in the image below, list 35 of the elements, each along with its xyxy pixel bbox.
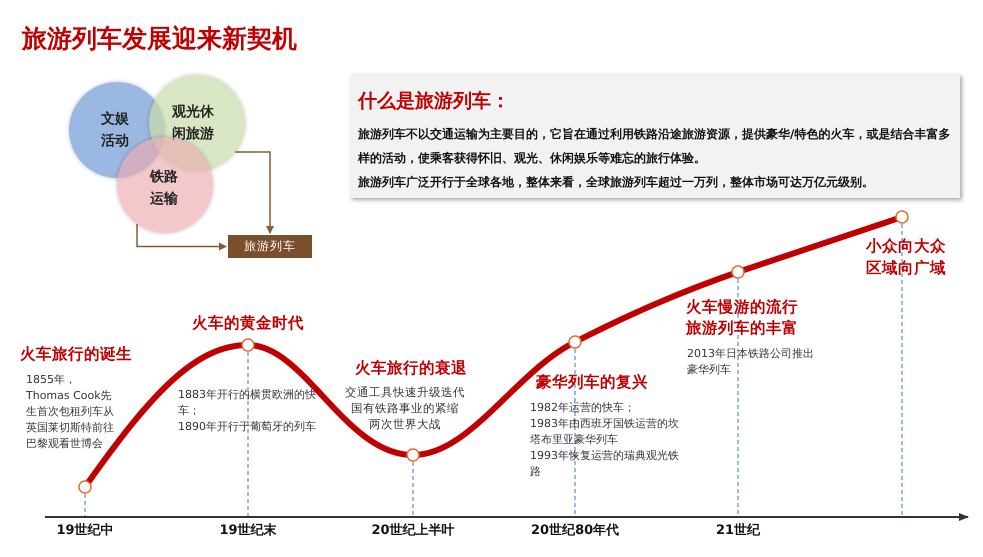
stage-description: 交通工具快速升级迭代 xyxy=(344,384,466,400)
stage-description: 两次世界大战 xyxy=(368,416,442,432)
stage-heading: 火车慢游的流行 xyxy=(686,297,798,318)
stage-description: 1855年，Thomas Cook先生首次包租列车从英国莱切斯特前往巴黎观看世博会 xyxy=(26,372,115,452)
circle-label: 观光休闲旅游 xyxy=(172,103,215,144)
axis-label: 19世纪末 xyxy=(220,522,277,539)
panel-paragraph: 旅游列车广泛开行于全球各地，整体来看，全球旅游列车超过一万列，整体市场可达万亿元级别。 xyxy=(358,174,875,191)
axis-label: 20世纪上半叶 xyxy=(372,522,455,539)
panel-paragraph: 旅游列车不以交通运输为主要目的，它旨在通过利用铁路沿途旅游资源，提供豪华/特色的火车，或是结合丰富多样的活动，使乘客获得怀旧、观光、休闲娱乐等难忘的旅行体验。 xyxy=(358,126,952,167)
axis-label: 19世纪中 xyxy=(56,522,114,539)
stage-description: 1982年运营的快车； xyxy=(530,400,636,416)
stage-heading: 火车旅行的诞生 xyxy=(20,344,132,365)
stage-description: 国有铁路事业的紧缩 xyxy=(350,400,460,416)
stage-description: 1890年开行于葡萄牙的列车 xyxy=(178,419,317,435)
stage-heading: 旅游列车的丰富 xyxy=(686,318,798,339)
result-box: 旅游列车 xyxy=(228,235,312,258)
axis-label: 21世纪 xyxy=(716,522,760,539)
stage-heading: 豪华列车的复兴 xyxy=(536,372,648,393)
stage-description: 2013年日本铁路公司推出豪华列车 xyxy=(687,346,815,378)
page-title: 旅游列车发展迎来新契机 xyxy=(22,23,297,55)
stage-heading: 火车的黄金时代 xyxy=(192,313,304,334)
stage-heading: 区域向广域 xyxy=(866,258,946,279)
venn-circle xyxy=(149,75,245,171)
axis-label: 20世纪80年代 xyxy=(531,522,620,539)
stage-description: 1883年开行的横贯欧洲的快车； xyxy=(178,387,317,419)
stage-heading: 小众向大众 xyxy=(866,236,946,257)
circle-label: 文娱活动 xyxy=(101,110,130,151)
arrow xyxy=(235,151,274,234)
stage-heading: 火车旅行的衰退 xyxy=(355,358,467,379)
arrow xyxy=(136,224,227,250)
panel-heading: 什么是旅游列车： xyxy=(358,89,510,114)
stage-description: 1993年恢复运营的瑞典观光铁路 xyxy=(530,448,680,480)
stage-description: 1983年由西班牙国铁运营的坎塔布里亚豪华列车 xyxy=(530,416,680,448)
circle-label: 铁路运输 xyxy=(150,168,179,209)
info-panel xyxy=(350,74,960,198)
